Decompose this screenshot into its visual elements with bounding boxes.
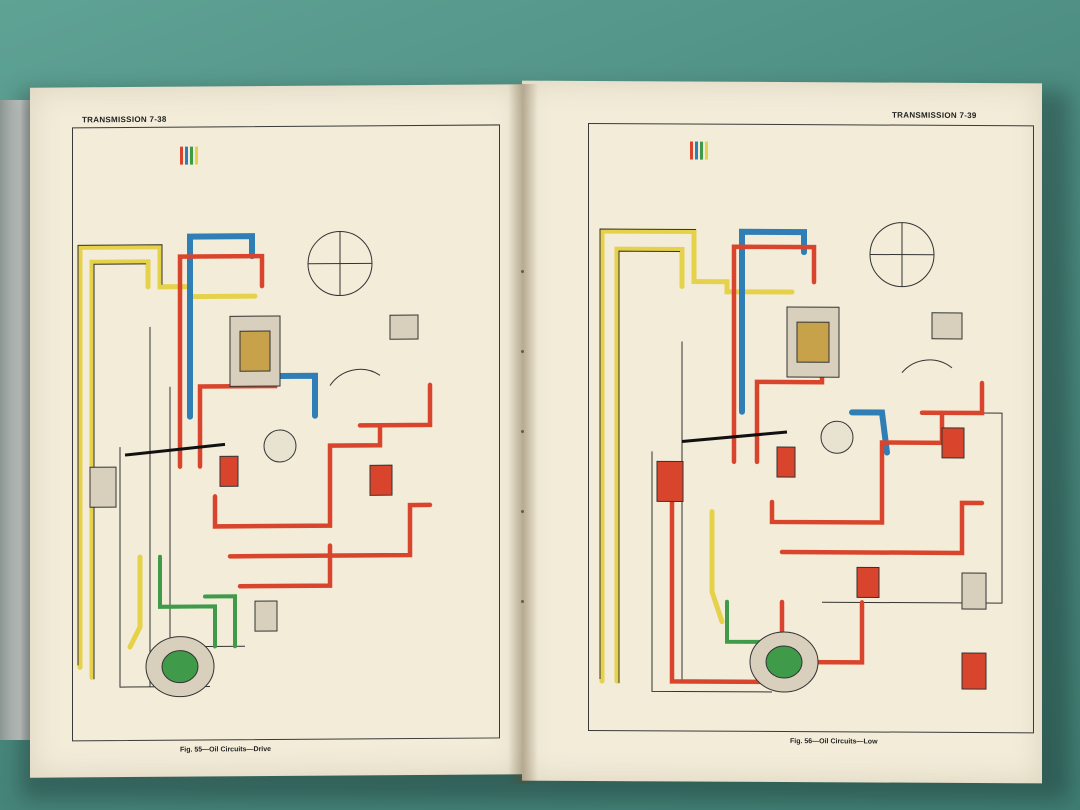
red-line-c <box>769 410 945 525</box>
green-line-a <box>158 554 217 649</box>
reverse-servo <box>389 314 419 340</box>
left-figure-caption: Fig. 55—Oil Circuits—Drive <box>180 746 272 754</box>
binding-stitch <box>521 600 524 603</box>
legend <box>180 146 198 165</box>
right-oil-circuit-diagram <box>599 141 1003 693</box>
pressure-regulator <box>776 446 796 478</box>
red-line-a <box>731 244 817 464</box>
red-line-e <box>237 543 333 589</box>
legend <box>690 141 708 160</box>
control-rod <box>681 430 788 443</box>
vacuum-modulator <box>656 460 684 502</box>
converter-lines <box>158 554 237 649</box>
left-page: TRANSMISSION 7-38 <box>30 84 522 778</box>
suction-lines <box>187 233 318 420</box>
red-line-a <box>177 253 265 469</box>
right-page: TRANSMISSION 7-39 <box>522 80 1042 784</box>
binding-stitch <box>521 510 524 513</box>
yellow-line-a <box>599 228 795 684</box>
accumulator <box>254 600 278 632</box>
yellow-line-b <box>614 246 685 684</box>
blue-line-b <box>277 372 318 419</box>
outline-lines <box>599 228 1003 693</box>
rear-pump-valve <box>369 464 393 496</box>
pressure-regulator <box>219 455 239 487</box>
vacuum-modulator <box>89 466 117 508</box>
front-pump <box>820 420 854 454</box>
red-line-c <box>212 423 383 529</box>
blue-line-a <box>187 233 255 420</box>
lubrication-lines <box>599 228 795 684</box>
red-line-f <box>357 382 433 428</box>
red-line-e <box>669 499 785 685</box>
components <box>656 222 987 693</box>
low-band-arc <box>329 368 381 386</box>
front-pump <box>263 429 297 463</box>
left-oil-circuit-diagram <box>77 146 433 698</box>
green-line-b <box>203 594 237 649</box>
suction-lines <box>739 228 890 456</box>
reverse-servo <box>931 312 963 340</box>
red-line-g <box>919 380 985 416</box>
control-rod <box>124 442 226 457</box>
components <box>89 231 419 698</box>
red-line-d <box>227 502 433 559</box>
binding-stitch <box>521 350 524 353</box>
blue-line-b <box>849 409 890 456</box>
main-lines <box>177 253 433 589</box>
yellow-line-c <box>709 509 725 625</box>
yellow-line-c <box>127 554 143 650</box>
rear-pump-valve <box>941 427 965 459</box>
low-servo-valve <box>961 652 987 690</box>
book-spine <box>508 84 538 784</box>
binding-stitch <box>521 430 524 433</box>
blue-line-a <box>739 228 807 415</box>
shift-valve <box>961 572 987 610</box>
red-line-d <box>779 500 985 556</box>
low-band-arc <box>901 359 953 373</box>
right-figure-caption: Fig. 56—Oil Circuits—Low <box>790 738 878 746</box>
accumulator <box>856 566 880 599</box>
binding-stitch <box>521 270 524 273</box>
